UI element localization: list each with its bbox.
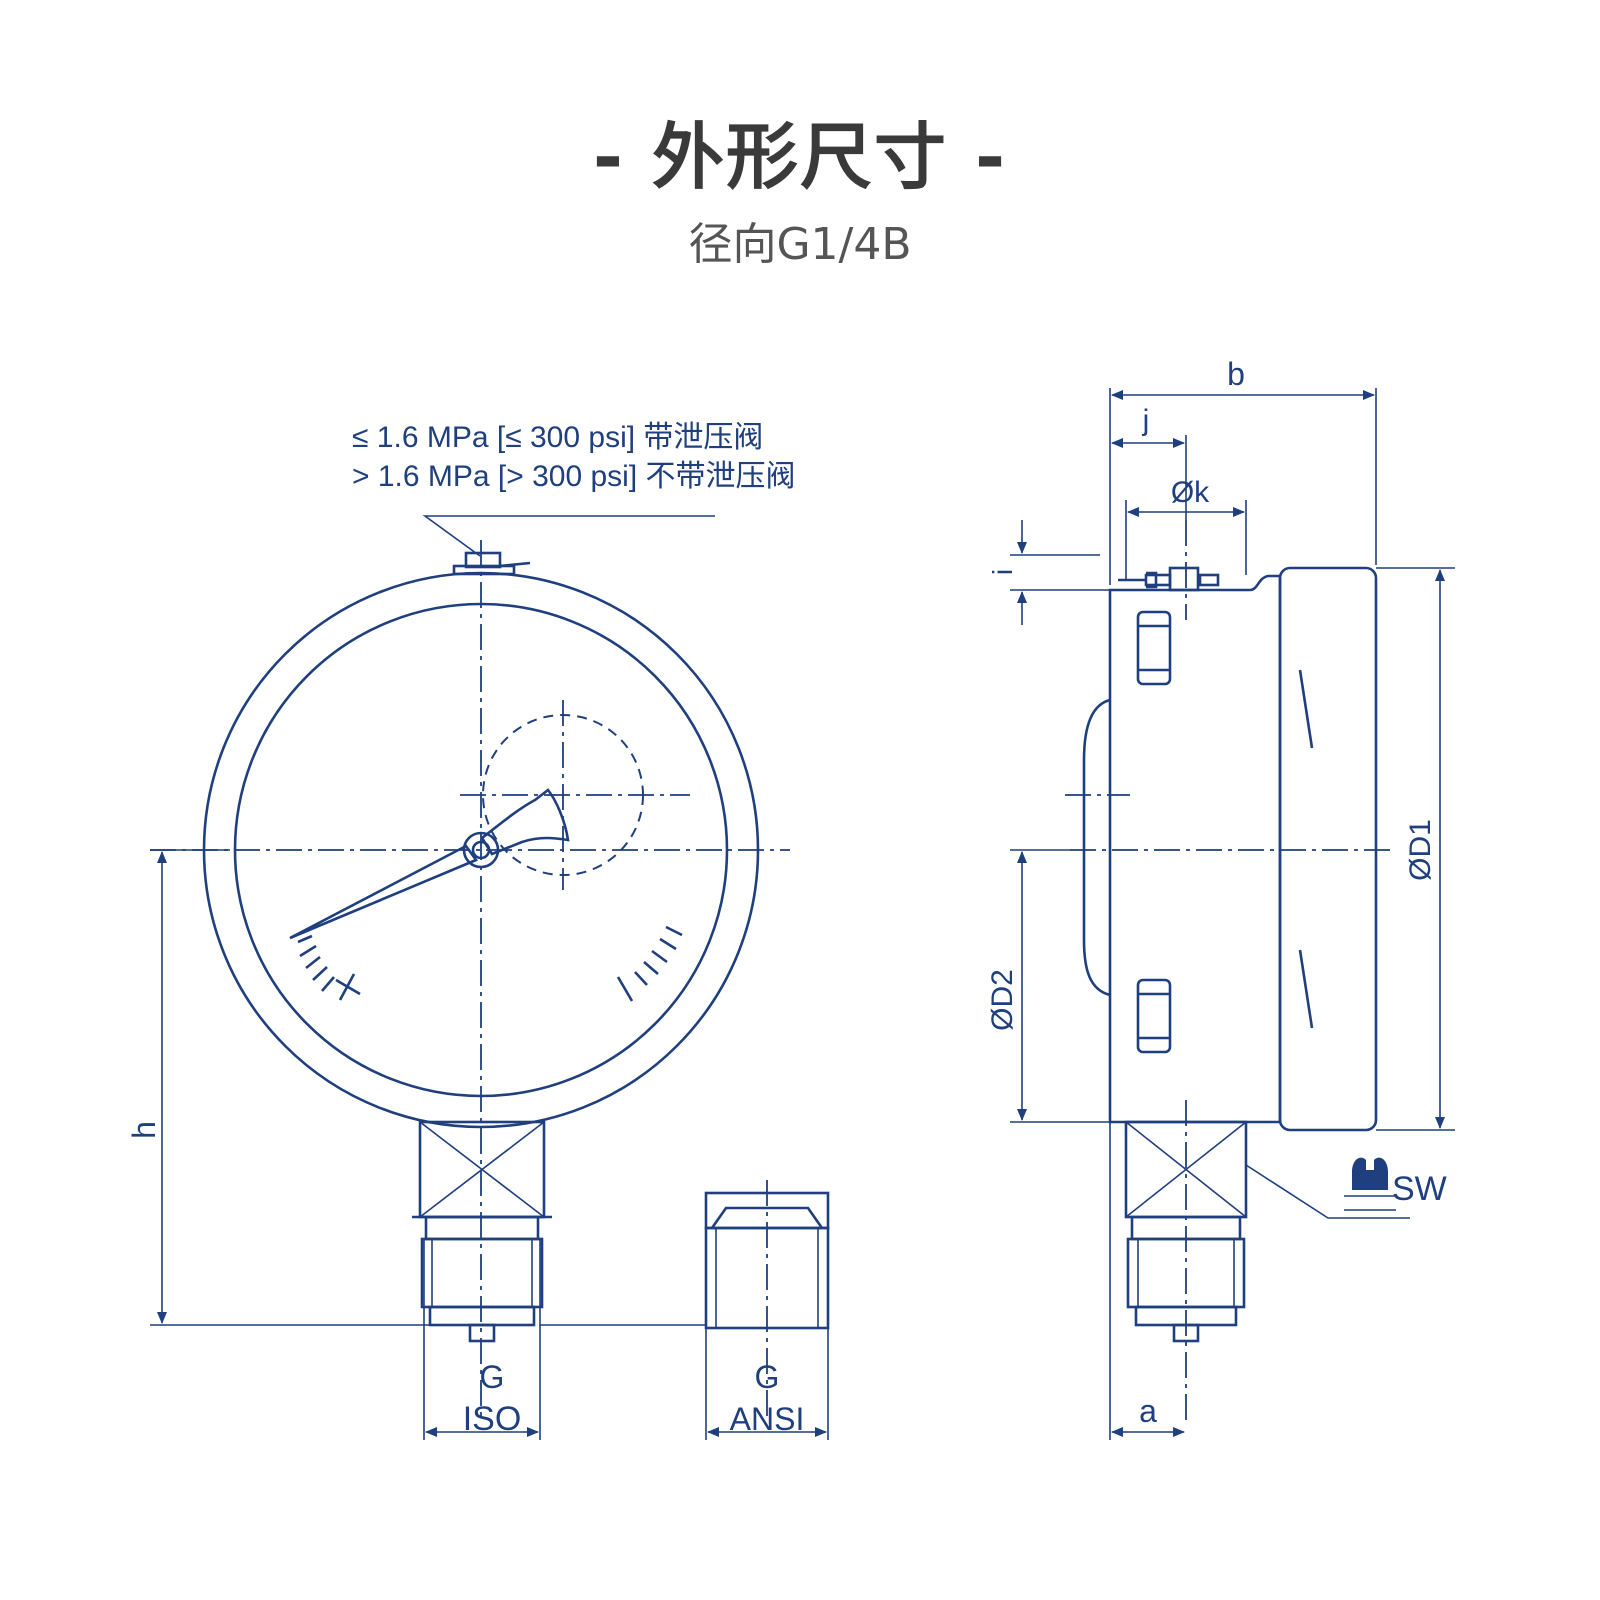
label-sw: SW bbox=[1392, 1170, 1447, 1208]
front-socket bbox=[412, 1120, 552, 1343]
label-i: i bbox=[987, 569, 1018, 575]
label-d2: ØD2 bbox=[986, 969, 1019, 1031]
label-g-ansi-g: G bbox=[755, 1359, 780, 1395]
scale-ticks-left bbox=[297, 934, 361, 1001]
scale-ticks-right bbox=[616, 925, 683, 1002]
page-title: - 外形尺寸 - bbox=[593, 115, 1007, 199]
label-g-iso: ISO bbox=[463, 1400, 522, 1438]
label-k: Øk bbox=[1171, 476, 1210, 509]
front-view: h G ISO bbox=[126, 515, 790, 1440]
ansi-fitting: G ANSI bbox=[540, 1180, 830, 1440]
note-line-2: > 1.6 MPa [> 300 psi] 不带泄压阀 bbox=[352, 460, 796, 493]
front-bezel bbox=[1278, 566, 1378, 1132]
label-b: b bbox=[1227, 356, 1245, 392]
label-g-iso-g: G bbox=[480, 1359, 505, 1395]
wrench-icon bbox=[1344, 1157, 1396, 1211]
label-d1: ØD1 bbox=[1404, 819, 1437, 881]
note-line-1: ≤ 1.6 MPa [≤ 300 psi] 带泄压阀 bbox=[352, 421, 763, 454]
relief-valve bbox=[452, 551, 531, 576]
gauge-dial bbox=[233, 602, 729, 1098]
side-view: b j Øk i ØD1 ØD2 a bbox=[986, 356, 1455, 1440]
note-leader-line bbox=[422, 515, 715, 557]
label-j: j bbox=[1142, 404, 1150, 437]
case-back-bulge bbox=[1082, 698, 1111, 997]
gauge-pointer bbox=[289, 788, 570, 940]
label-a: a bbox=[1139, 1393, 1157, 1429]
label-g-ansi: ANSI bbox=[730, 1401, 805, 1437]
page-subtitle: 径向G1/4B bbox=[688, 219, 912, 270]
case-body bbox=[1108, 574, 1282, 1124]
side-relief-valve bbox=[1118, 566, 1220, 592]
sw-leader-line bbox=[1245, 1164, 1410, 1219]
side-socket bbox=[1124, 1120, 1248, 1343]
label-h: h bbox=[126, 1121, 162, 1139]
mounting-lugs bbox=[1136, 610, 1172, 1054]
